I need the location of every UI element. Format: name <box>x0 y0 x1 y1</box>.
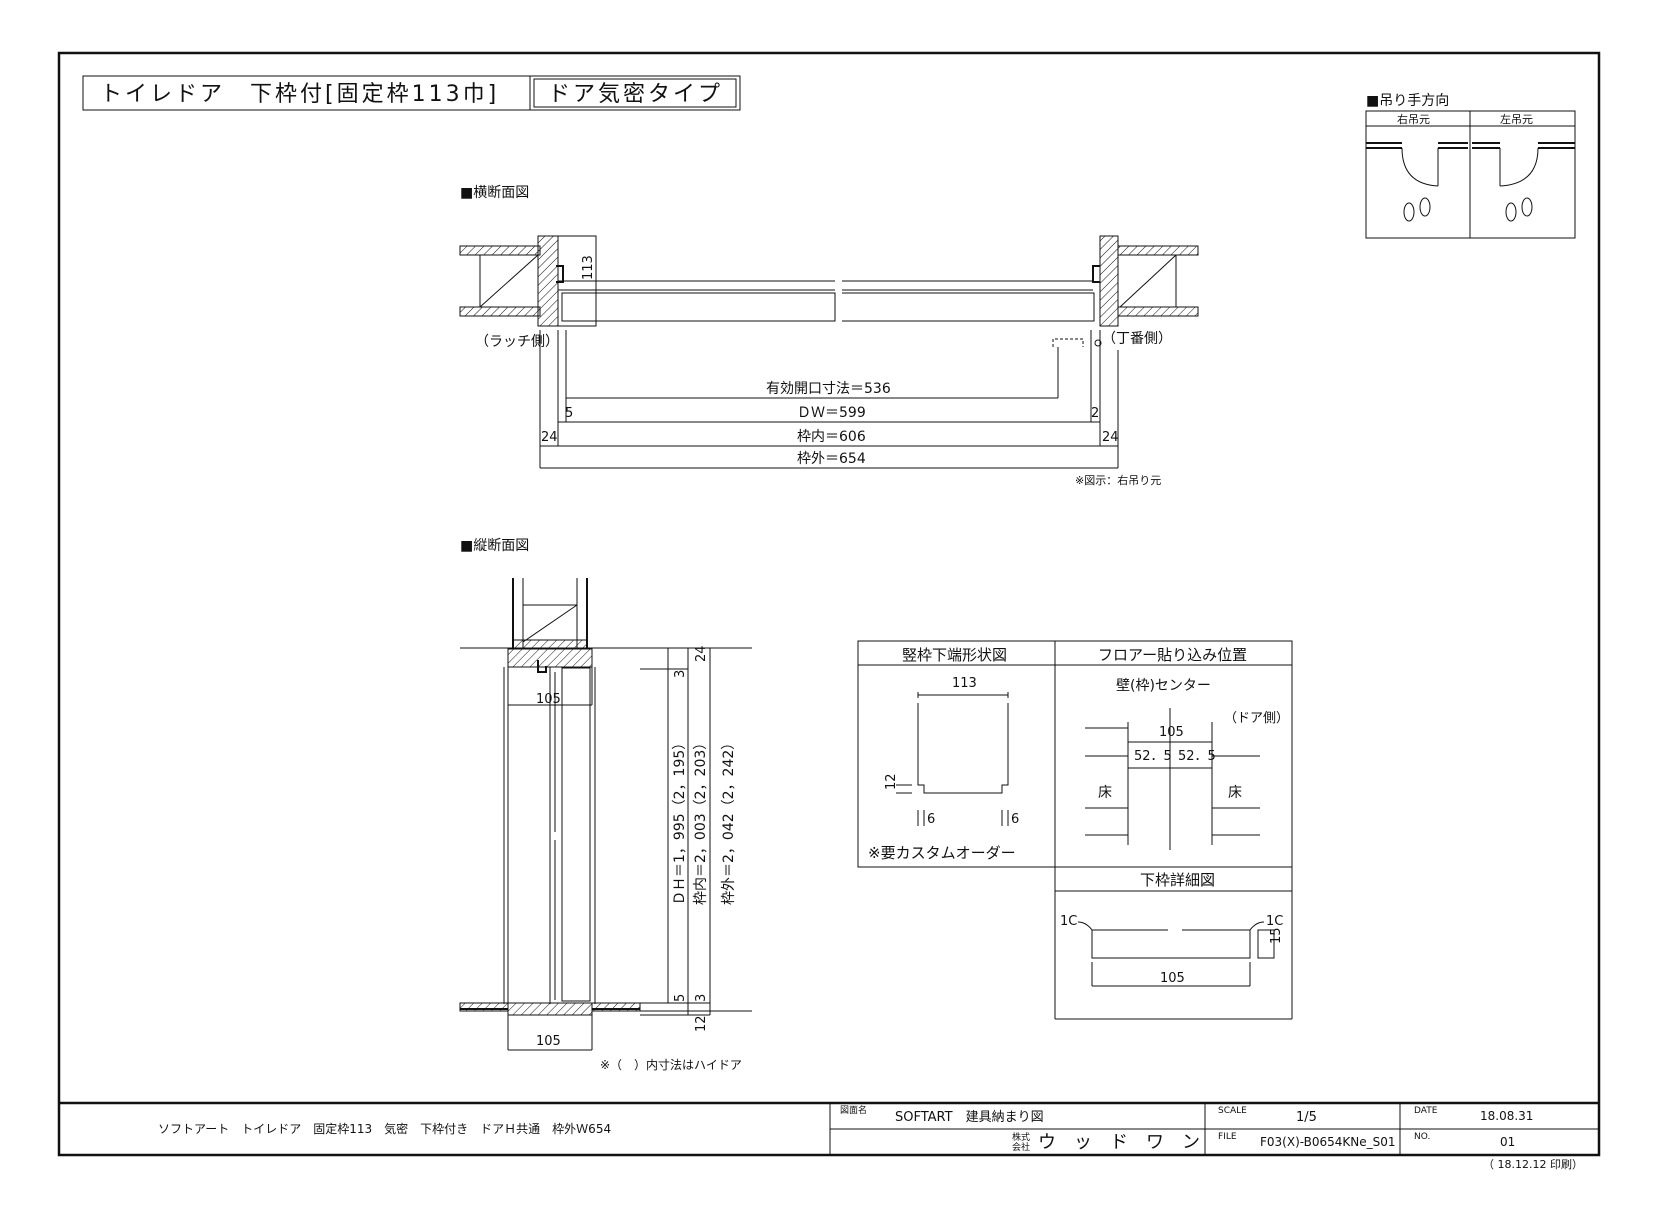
date-label: DATE <box>1414 1106 1438 1116</box>
horizontal-section-heading: ■横断面図 <box>460 185 529 201</box>
wall-center-label: 壁(枠)センター <box>1116 678 1211 694</box>
floor-right-label: 床 <box>1228 785 1242 801</box>
scale-label: SCALE <box>1218 1106 1247 1116</box>
floor-half-left: 52．5 <box>1134 749 1172 764</box>
title-main: トイレドア 下枠付[固定枠113巾] <box>100 82 499 107</box>
dim-frame-right: 24 <box>1102 430 1119 445</box>
dim-vertical-frame-inner: 枠内＝2，003（2，203） <box>693 736 709 905</box>
dim-bottom-3: 3 <box>694 994 709 1002</box>
footprint-icon <box>1505 202 1517 222</box>
drawing-name: SOFTART 建具納まり図 <box>895 1110 1044 1125</box>
floor-position-title: フロアー貼り込み位置 <box>1098 646 1247 664</box>
jamb-bottom-title: 竪枠下端形状図 <box>902 646 1007 664</box>
date-value: 18.08.31 <box>1480 1109 1533 1123</box>
hanging-right-label: 右吊元 <box>1397 112 1430 126</box>
footprint-icon <box>1521 197 1533 217</box>
dim-top-frame: 24 <box>694 645 709 662</box>
hanging-heading: ■吊り手方向 <box>1366 93 1449 109</box>
title-footer: ソフトアート トイレドア 固定枠113 気密 下枠付き ドアＨ共通 枠外Ｗ654… <box>59 1101 1599 1171</box>
dim-frame-left: 24 <box>541 430 558 445</box>
no-label: NO. <box>1414 1132 1430 1142</box>
floor-left-label: 床 <box>1098 785 1112 801</box>
hanging-direction: ■吊り手方向 右吊元 左吊元 <box>1365 93 1576 239</box>
sill-chamfer-right: 1C <box>1266 914 1283 929</box>
custom-order-note: ※要カスタムオーダー <box>868 844 1016 862</box>
hinge-pin-icon <box>1094 339 1102 347</box>
sill-detail-title: 下枠詳細図 <box>1140 871 1215 889</box>
company-name: ウ ッ ド ワ ン <box>1038 1132 1200 1153</box>
vertical-section-heading: ■縦断面図 <box>460 538 529 554</box>
sheet-border <box>57 51 1601 1157</box>
company-label-2: 会社 <box>1012 1141 1030 1153</box>
floor-width-label: 105 <box>1159 725 1184 740</box>
dim-top-gap: 3 <box>673 670 688 678</box>
title-type: ドア気密タイプ <box>548 82 723 107</box>
dim-frame-outer: 枠外＝654 <box>797 451 866 467</box>
footprint-icon <box>1403 202 1415 222</box>
scale-value: 1/5 <box>1296 1110 1317 1125</box>
jamb-width-label: 113 <box>952 676 977 691</box>
dim-gap-right: 2 <box>1091 406 1099 421</box>
dim-top-width: 105 <box>536 692 561 707</box>
dim-dh: ＤＨ＝1，995（2，195） <box>672 736 688 905</box>
file-label: FILE <box>1218 1132 1237 1142</box>
jamb-notch-height: 12 <box>884 773 899 790</box>
dim-effective-opening: 有効開口寸法＝536 <box>766 381 891 397</box>
printed-date: （ 18.12.12 印刷） <box>1483 1158 1583 1171</box>
sill-chamfer-left: 1C <box>1060 914 1077 929</box>
note-high-door: ※（ ）内寸法はハイドア <box>600 1058 742 1072</box>
sill-height-label: 15 <box>1269 927 1284 944</box>
dim-frame-depth: 113 <box>581 255 596 280</box>
file-value: F03(X)-B0654KNe_S01 <box>1260 1135 1396 1149</box>
title-block: トイレドア 下枠付[固定枠113巾] ドア気密タイプ <box>82 75 741 111</box>
company-label-1: 株式 <box>1012 1131 1030 1143</box>
vertical-section: ■縦断面図 105 <box>459 538 752 1072</box>
dim-frame-inner: 枠内＝606 <box>797 429 866 445</box>
dim-vertical-frame-outer: 枠外＝2，042（2，242） <box>721 736 737 905</box>
label-hinge-side: （丁番側） <box>1102 331 1172 347</box>
hanging-left-label: 左吊元 <box>1500 113 1533 126</box>
door-side-label: （ドア側） <box>1224 711 1289 726</box>
detail-box: 竪枠下端形状図 フロアー貼り込み位置 113 12 6 6 ※要カスタムオーダー… <box>857 640 1293 1020</box>
footprint-icon <box>1419 197 1431 217</box>
dim-gap-left: 5 <box>565 406 573 421</box>
dim-bottom-12: 12 <box>694 1015 709 1032</box>
horizontal-section: ■横断面図 113 （ラッチ側） （丁番側） <box>459 185 1199 487</box>
jamb-notch-width-right: 6 <box>1011 812 1019 827</box>
jamb-notch-width-left: 6 <box>927 812 935 827</box>
label-latch-side: （ラッチ側） <box>475 334 559 350</box>
dim-bottom-width: 105 <box>536 1034 561 1049</box>
note-right-hung: ※図示：右吊り元 <box>1075 473 1161 487</box>
no-value: 01 <box>1500 1135 1515 1149</box>
drawing-name-label: 図面名 <box>840 1104 867 1116</box>
dim-dw: ＤＷ＝599 <box>797 405 866 421</box>
dim-bottom-gap: 5 <box>673 994 688 1002</box>
floor-half-right: 52．5 <box>1178 749 1216 764</box>
sill-width-label: 105 <box>1160 971 1185 986</box>
footer-description: ソフトアート トイレドア 固定枠113 気密 下枠付き ドアＨ共通 枠外Ｗ654 <box>158 1121 611 1136</box>
